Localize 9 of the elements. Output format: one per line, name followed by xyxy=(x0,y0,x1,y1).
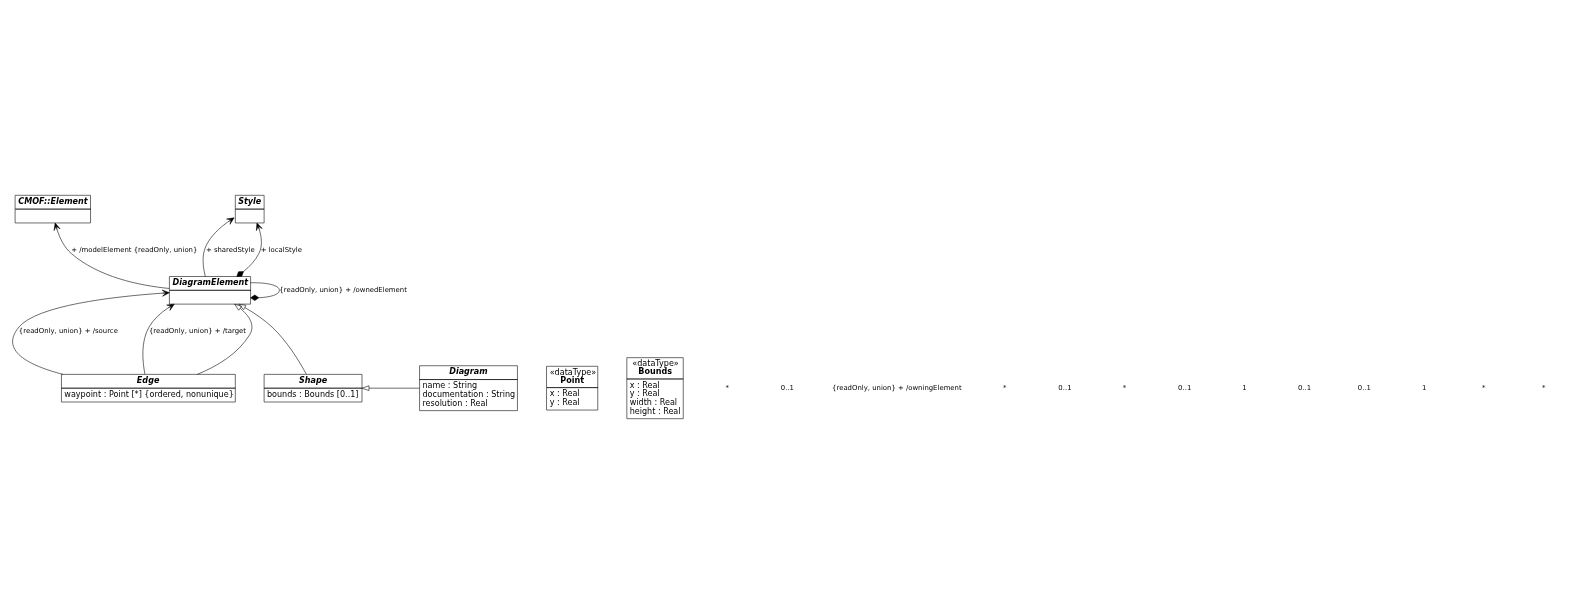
arrow xyxy=(238,303,307,375)
arrow xyxy=(361,384,420,391)
arrow xyxy=(12,289,170,375)
arrow xyxy=(142,303,175,374)
connector xyxy=(250,281,280,301)
arrow xyxy=(53,222,170,289)
arrow xyxy=(197,303,253,375)
arrow xyxy=(202,217,235,277)
arrow xyxy=(236,222,263,277)
